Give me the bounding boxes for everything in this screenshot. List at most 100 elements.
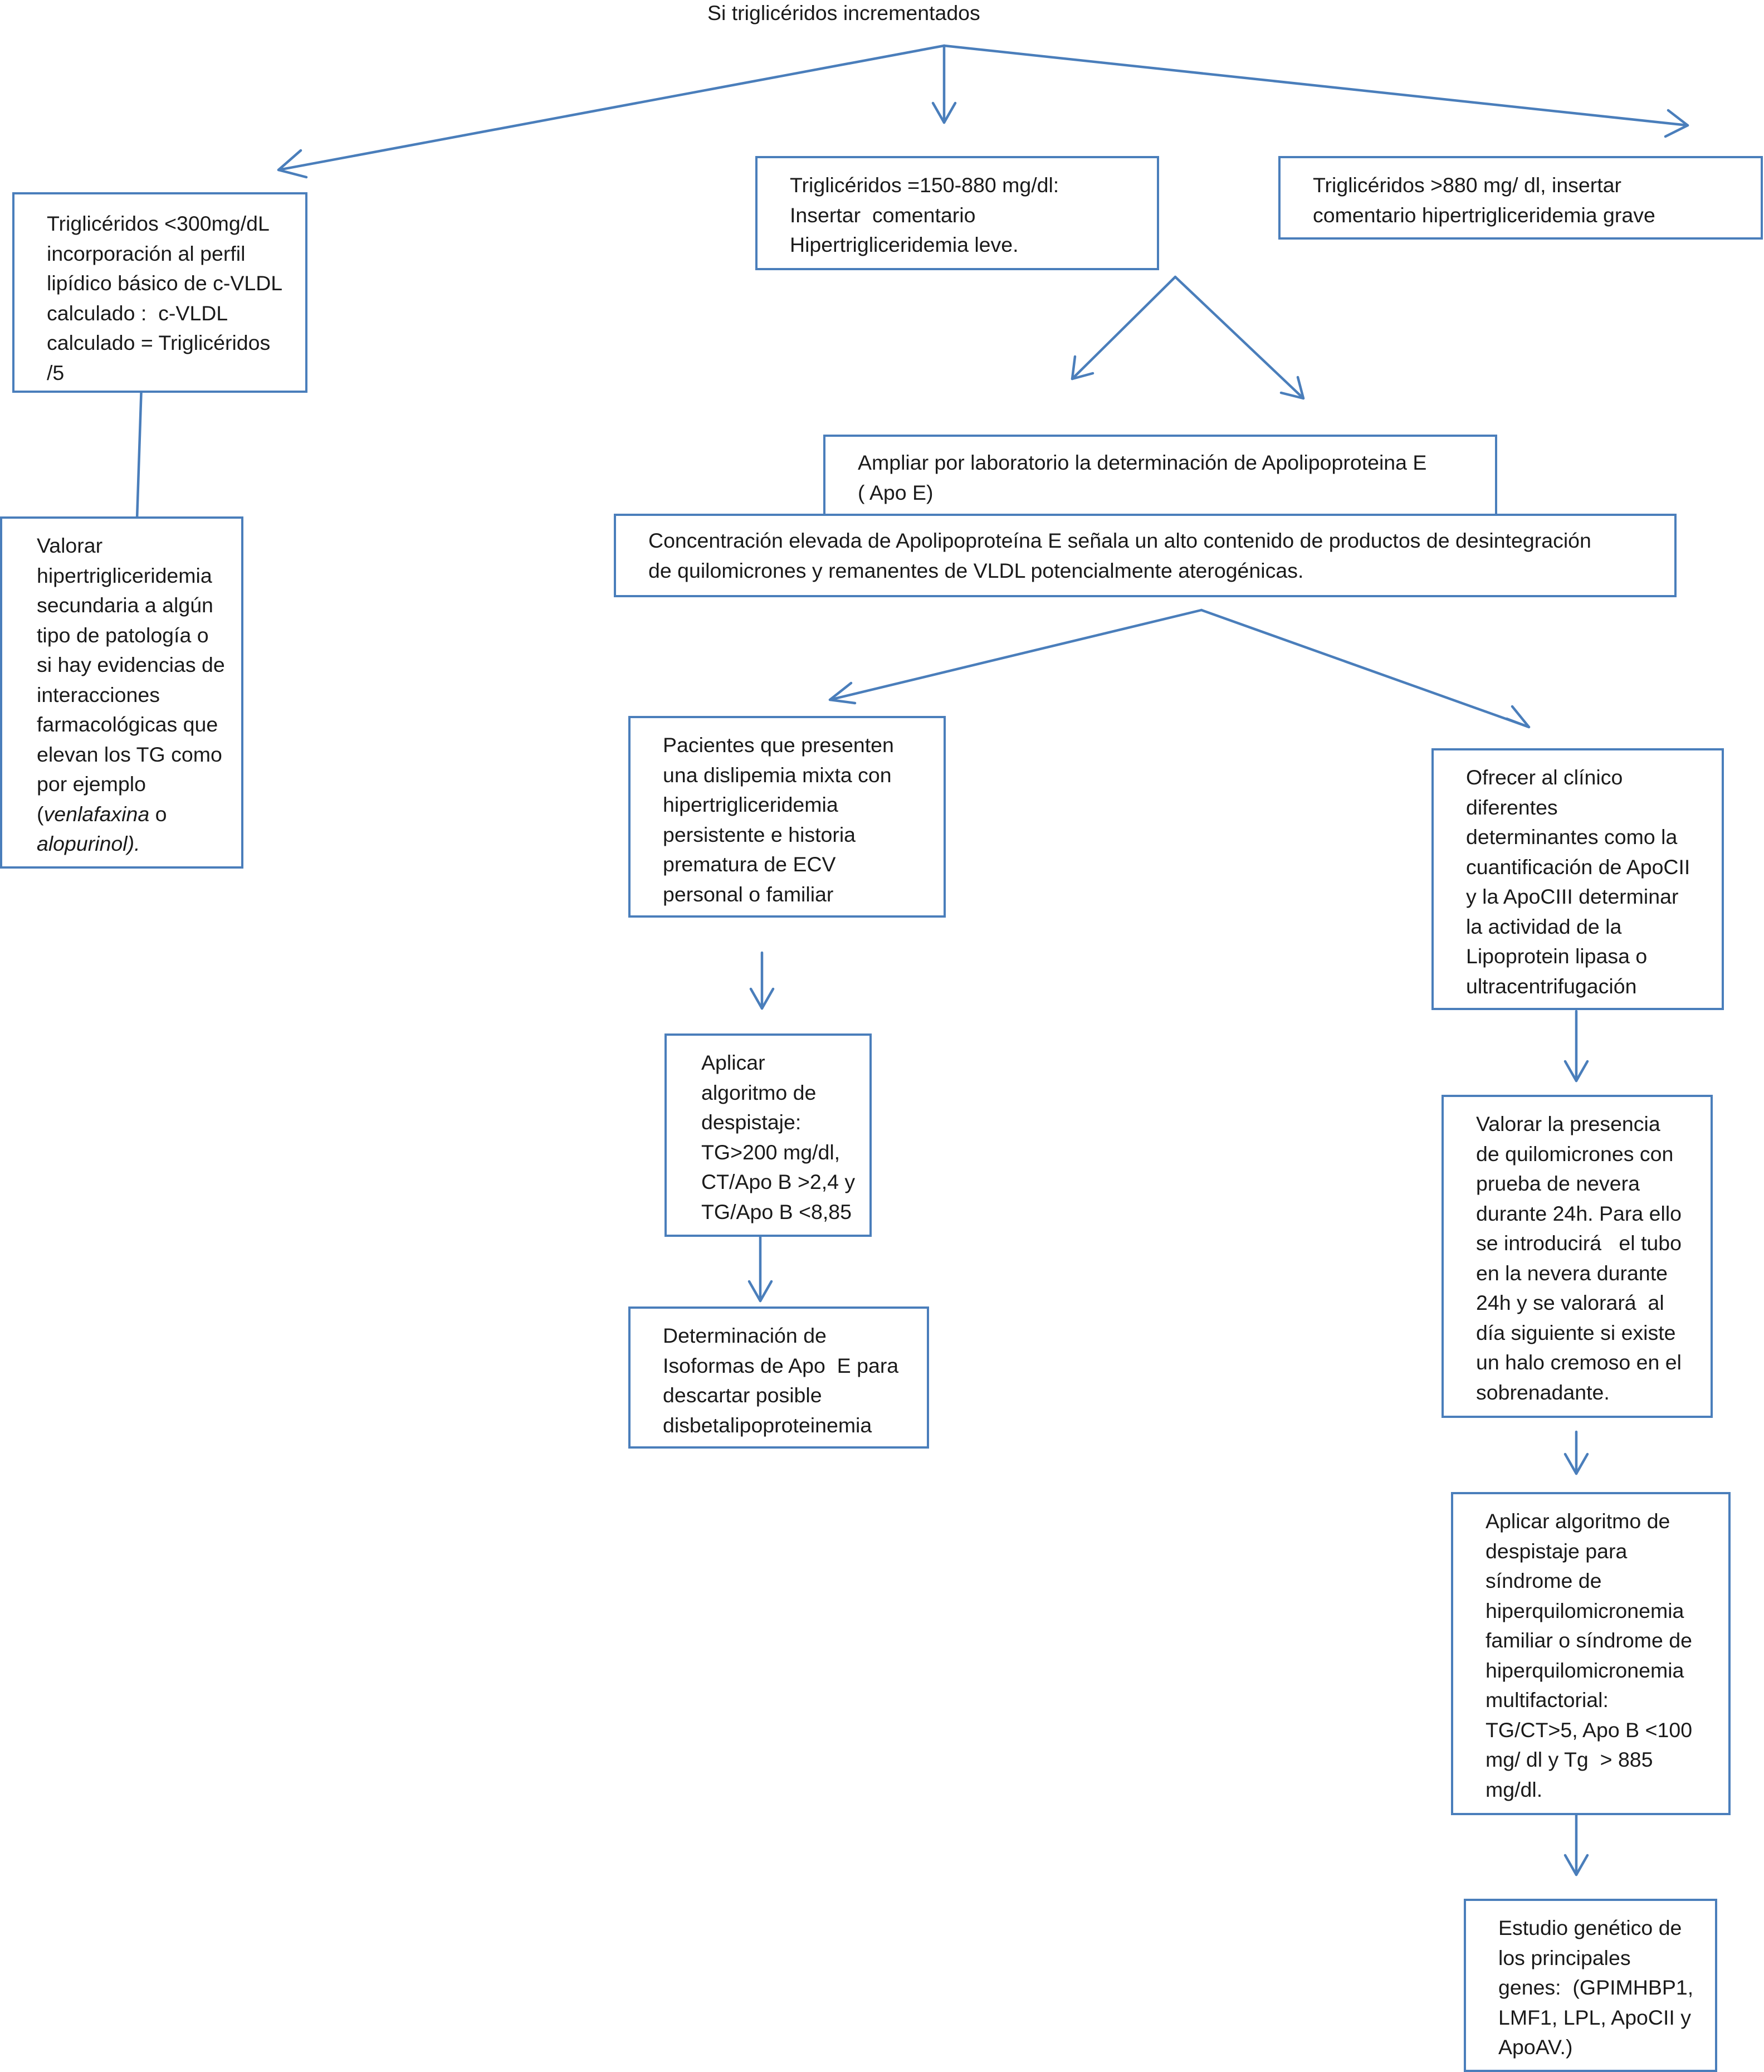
- arrowhead-top-middle: [931, 101, 957, 124]
- arrowhead-pacientes-down: [749, 987, 775, 1010]
- conjunction-o: o: [149, 802, 167, 826]
- node-line: farmacológicas que: [37, 713, 218, 736]
- node-line: incorporación al perfil: [47, 241, 246, 265]
- node-line: diferentes: [1466, 795, 1558, 819]
- node-line: Estudio genético de: [1498, 1916, 1682, 1939]
- node-line: prematura de ECV: [663, 852, 836, 876]
- node-line: familiar o síndrome de: [1486, 1629, 1692, 1652]
- node-line: la actividad de la: [1466, 914, 1622, 938]
- node-tg-lt-300: Triglicéridos <300mg/dL incorporación al…: [12, 192, 307, 393]
- node-ofrecer-clinico: Ofrecer al clínico diferentes determinan…: [1431, 748, 1724, 1010]
- node-line: Hipertrigliceridemia leve.: [790, 233, 1019, 256]
- node-line: día siguiente si existe: [1476, 1320, 1676, 1344]
- node-line: algoritmo de: [701, 1080, 817, 1104]
- arrowhead-top-left: [277, 149, 308, 179]
- arrow-left-down: [135, 366, 144, 538]
- node-line-drug-2: alopurinol).: [37, 829, 212, 859]
- node-line: una dislipemia mixta con: [663, 763, 892, 787]
- node-line: hipertrigliceridemia: [663, 793, 838, 816]
- node-line: en la nevera durante: [1476, 1261, 1668, 1285]
- node-line: elevan los TG como: [37, 742, 222, 766]
- node-line: personal o familiar: [663, 882, 834, 906]
- arrowhead-aplicar-down: [747, 1280, 773, 1303]
- node-line: Aplicar: [701, 1051, 765, 1074]
- node-line: calculado : c-VLDL: [47, 301, 228, 325]
- node-line: prueba de nevera: [1476, 1172, 1640, 1195]
- arrowhead-top-right: [1664, 109, 1689, 138]
- node-line: CT/Apo B >2,4 y: [701, 1170, 856, 1193]
- node-line: Determinación de: [663, 1324, 827, 1347]
- node-concentracion-apoe: Concentración elevada de Apolipoproteína…: [614, 514, 1677, 597]
- node-line: Triglicéridos >880 mg/ dl, insertar: [1313, 173, 1622, 197]
- node-line: sobrenadante.: [1476, 1380, 1610, 1404]
- node-line: Ampliar por laboratorio la determinación…: [858, 451, 1427, 474]
- node-tg-150-880: Triglicéridos =150-880 mg/dl: Insertar c…: [755, 156, 1159, 270]
- node-line: multifactorial:: [1486, 1688, 1609, 1712]
- node-line: lipídico básico de c-VLDL: [47, 271, 283, 295]
- arrow-top-to-right: [942, 44, 1689, 127]
- node-determinacion-isoformas: Determinación de Isoformas de Apo E para…: [628, 1306, 929, 1449]
- node-line-drug-1: (venlafaxina o: [37, 799, 212, 830]
- node-line: si hay evidencias de: [37, 653, 225, 676]
- node-line: cuantificación de ApoCII: [1466, 855, 1690, 879]
- node-line: Isoformas de Apo E para: [663, 1353, 899, 1377]
- node-line: TG/Apo B <8,85: [701, 1200, 852, 1223]
- arrowhead-ofrecer-down: [1563, 1060, 1589, 1083]
- arrow-conc-to-right: [1200, 608, 1531, 729]
- node-line: /5: [47, 360, 65, 384]
- node-valorar-quilomicrones: Valorar la presencia de quilomicrones co…: [1442, 1095, 1713, 1418]
- arrowhead-mid-split-right: [1279, 376, 1305, 400]
- node-line: tipo de patología o: [37, 623, 209, 647]
- node-line: Valorar la presencia: [1476, 1112, 1660, 1135]
- drug-alopurinol: alopurinol).: [37, 832, 140, 855]
- arrowhead-mid-split-left: [1071, 355, 1094, 381]
- node-line: persistente e historia: [663, 822, 856, 846]
- arrow-top-to-left: [277, 44, 946, 172]
- node-line: Aplicar algoritmo de: [1486, 1509, 1670, 1533]
- node-line: durante 24h. Para ello: [1476, 1201, 1682, 1225]
- node-line: por ejemplo: [37, 772, 146, 796]
- node-line: un halo cremoso en el: [1476, 1351, 1682, 1374]
- arrow-mid-split-right: [1174, 275, 1305, 400]
- node-tg-gt-880: Triglicéridos >880 mg/ dl, insertar come…: [1278, 156, 1763, 240]
- node-line: hiperquilomicronemia: [1486, 1598, 1684, 1622]
- arrow-conc-to-left: [828, 608, 1203, 701]
- node-line: comentario hipertrigliceridemia grave: [1313, 203, 1655, 227]
- node-line: ( Apo E): [858, 480, 934, 504]
- arrowhead-hiperquilo-down: [1563, 1854, 1589, 1876]
- node-line: despistaje:: [701, 1110, 802, 1134]
- node-line: los principales: [1498, 1946, 1631, 1969]
- arrowhead-conc-right: [1505, 705, 1531, 729]
- node-line: de quilomicrones con: [1476, 1142, 1674, 1166]
- node-line: Triglicéridos =150-880 mg/dl:: [790, 173, 1059, 197]
- arrow-mid-split-left: [1071, 275, 1177, 381]
- node-line: LMF1, LPL, ApoCII y: [1498, 2005, 1691, 2029]
- node-line: Lipoprotein lipasa o: [1466, 944, 1648, 968]
- node-line: 24h y se valorará al: [1476, 1291, 1664, 1314]
- node-line: secundaria a algún: [37, 593, 213, 617]
- node-line: de quilomicrones y remanentes de VLDL po…: [648, 558, 1304, 582]
- node-line: ultracentrifugación: [1466, 974, 1637, 998]
- node-line: Concentración elevada de Apolipoproteína…: [648, 529, 1591, 552]
- diagram-title: Si triglicéridos incrementados: [707, 1, 980, 25]
- node-line: genes: (GPIMHBP1,: [1498, 1976, 1694, 1999]
- node-line: Pacientes que presenten: [663, 733, 894, 757]
- node-line: interacciones: [37, 682, 160, 706]
- node-line: y la ApoCIII determinar: [1466, 885, 1679, 908]
- node-line: Ofrecer al clínico: [1466, 766, 1623, 789]
- node-ampliar-apoe: Ampliar por laboratorio la determinación…: [823, 435, 1497, 516]
- node-line: hiperquilomicronemia: [1486, 1658, 1684, 1682]
- node-aplicar-despistaje: Aplicar algoritmo de despistaje: TG>200 …: [664, 1033, 872, 1237]
- node-line: mg/ dl y Tg > 885: [1486, 1748, 1653, 1771]
- node-line: TG>200 mg/dl,: [701, 1140, 841, 1164]
- node-aplicar-hiperquilomicronemia: Aplicar algoritmo de despistaje para sín…: [1451, 1492, 1731, 1815]
- node-line: TG/CT>5, Apo B <100: [1486, 1718, 1693, 1742]
- arrowhead-valorar-q-down: [1563, 1452, 1589, 1475]
- node-line: Insertar comentario: [790, 203, 976, 227]
- node-line: ApoAV.): [1498, 2035, 1573, 2059]
- node-line: Valorar: [37, 534, 103, 557]
- node-line: hipertrigliceridemia: [37, 563, 212, 587]
- node-line: despistaje para: [1486, 1539, 1628, 1563]
- node-line: Triglicéridos <300mg/dL: [47, 212, 270, 235]
- drug-venlafaxina: venlafaxina: [43, 802, 150, 826]
